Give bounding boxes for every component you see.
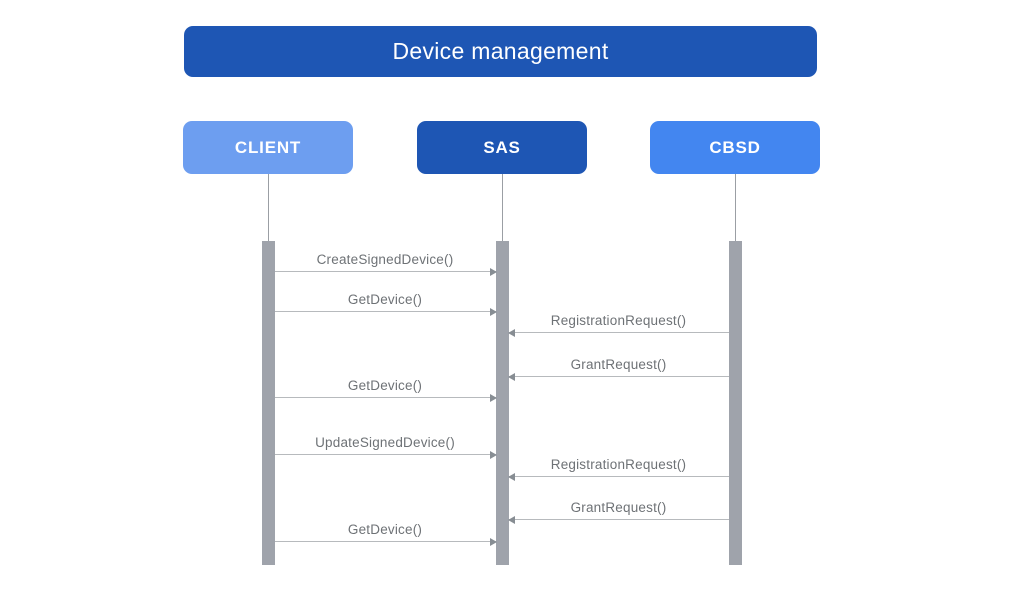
message-label: RegistrationRequest() xyxy=(550,313,687,328)
arrowhead-icon xyxy=(489,450,497,459)
message: GrantRequest() xyxy=(507,495,729,524)
actor-sas: SAS xyxy=(417,121,587,174)
message-label: GrantRequest() xyxy=(570,500,667,515)
message-arrow xyxy=(274,454,496,455)
message-label: GetDevice() xyxy=(347,378,423,393)
message-arrow xyxy=(508,519,729,520)
message-label: GrantRequest() xyxy=(570,357,667,372)
message: CreateSignedDevice() xyxy=(274,247,497,276)
arrowhead-icon xyxy=(507,372,515,381)
arrowhead-icon xyxy=(507,328,515,337)
lifeline-sas xyxy=(501,174,503,241)
message-label: GetDevice() xyxy=(347,292,423,307)
message-arrow xyxy=(274,311,496,312)
message: GetDevice() xyxy=(274,373,497,402)
message-arrow xyxy=(274,271,496,272)
message-label: CreateSignedDevice() xyxy=(316,252,454,267)
message-label: RegistrationRequest() xyxy=(550,457,687,472)
arrowhead-icon xyxy=(507,515,515,524)
lifeline-cbsd xyxy=(734,174,736,241)
message-arrow xyxy=(274,397,496,398)
message: GetDevice() xyxy=(274,287,497,316)
diagram-title: Device management xyxy=(184,26,817,77)
message: RegistrationRequest() xyxy=(507,308,729,337)
actor-client: CLIENT xyxy=(183,121,353,174)
message-arrow xyxy=(274,541,496,542)
message-arrow xyxy=(508,332,729,333)
activation-bar-cbsd xyxy=(728,241,742,565)
arrowhead-icon xyxy=(489,537,497,546)
actor-cbsd: CBSD xyxy=(650,121,820,174)
activation-bar-client xyxy=(261,241,275,565)
message: UpdateSignedDevice() xyxy=(274,430,497,459)
message: GrantRequest() xyxy=(507,352,729,381)
message: RegistrationRequest() xyxy=(507,452,729,481)
arrowhead-icon xyxy=(489,307,497,316)
message-arrow xyxy=(508,476,729,477)
arrowhead-icon xyxy=(507,472,515,481)
lifeline-client xyxy=(267,174,269,241)
arrowhead-icon xyxy=(489,393,497,402)
message-label: UpdateSignedDevice() xyxy=(315,435,455,450)
message-label: GetDevice() xyxy=(347,522,423,537)
message: GetDevice() xyxy=(274,517,497,546)
activation-bar-sas xyxy=(495,241,509,565)
message-arrow xyxy=(508,376,729,377)
arrowhead-icon xyxy=(489,267,497,276)
